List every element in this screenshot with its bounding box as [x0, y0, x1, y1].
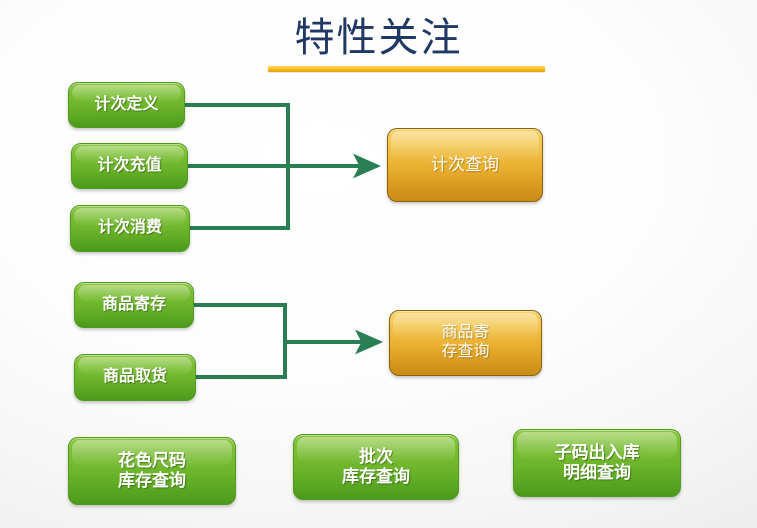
node-goods-deposit[interactable]: 商品寄存 — [74, 282, 194, 328]
node-label: 计次定义 — [94, 95, 159, 113]
title-underline-bar — [268, 66, 545, 72]
node-goods-deposit-query[interactable]: 商品寄 存查询 — [389, 310, 542, 376]
node-label: 计次查询 — [431, 154, 499, 174]
node-color-size-stock-query[interactable]: 花色尺码 库存查询 — [68, 437, 236, 505]
node-label: 商品寄存 — [101, 295, 166, 313]
node-label: 花色尺码 库存查询 — [118, 450, 186, 490]
node-batch-stock-query[interactable]: 批次 库存查询 — [293, 434, 459, 500]
node-label: 计次充值 — [97, 156, 162, 174]
node-counting-definition[interactable]: 计次定义 — [68, 82, 185, 128]
node-label: 子码出入库 明细查询 — [554, 442, 640, 482]
page-title: 特性关注 — [294, 15, 463, 60]
connector-group-consignment — [194, 303, 383, 379]
node-goods-pickup[interactable]: 商品取货 — [74, 354, 196, 401]
node-counting-query[interactable]: 计次查询 — [387, 128, 543, 202]
node-label: 商品取货 — [102, 368, 167, 386]
node-counting-recharge[interactable]: 计次充值 — [71, 143, 188, 189]
connector-group-counting — [185, 103, 381, 230]
node-counting-consumption[interactable]: 计次消费 — [70, 205, 190, 252]
node-label: 批次 库存查询 — [342, 446, 410, 486]
node-subcode-inout-detail-query[interactable]: 子码出入库 明细查询 — [513, 429, 681, 497]
node-label: 商品寄 存查询 — [441, 324, 490, 360]
node-label: 计次消费 — [97, 219, 162, 237]
